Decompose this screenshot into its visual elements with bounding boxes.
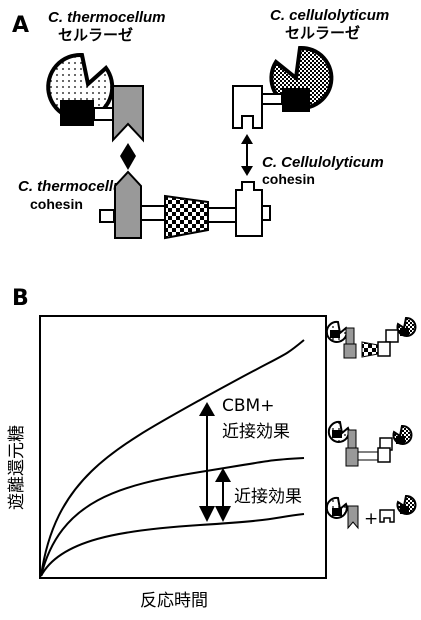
thermo-cohesin-species: C. thermocellum — [18, 178, 136, 195]
cellulo-cohesin-species: C. Cellulolyticum — [262, 154, 384, 171]
scaffold-cbm — [164, 194, 209, 240]
cellulo-linker — [261, 93, 283, 105]
cellulo-cellulase-enzyme — [232, 45, 334, 129]
annotation-upper-line1: CBM+ — [222, 396, 274, 416]
curve-proximity — [40, 457, 305, 577]
thermo-species-text: C. thermocellum — [48, 9, 166, 26]
thermo-cellulase-enzyme — [46, 52, 144, 170]
lower-arrow-head-top — [215, 468, 231, 482]
upper-arrow-head-top — [199, 402, 215, 416]
thermo-dockerin — [112, 85, 144, 143]
curve-cbm-proximity — [40, 339, 305, 577]
y-axis-label: 遊離還元糖 — [7, 425, 27, 510]
cellulo-cohesin-label: cohesin — [262, 171, 315, 187]
thermo-binding-diamond — [120, 143, 136, 170]
cellulo-species-text: C. cellulolyticum — [270, 7, 389, 24]
thermo-cohesin-label: cohesin — [30, 196, 83, 212]
legend-icon-complex-full — [325, 316, 417, 359]
curve-free — [40, 513, 305, 577]
legend-plus-sign: + — [364, 509, 378, 529]
upper-arrow-head-bottom — [199, 506, 215, 522]
cellulo-binding-arrow — [241, 134, 253, 176]
thermo-cbm-block — [60, 100, 94, 126]
legend-icon-free-enzymes: + — [325, 494, 417, 530]
cellulo-cellulase-text: セルラーゼ — [285, 24, 360, 42]
cellulo-cellulase-label: C. cellulolyticum セルラーゼ — [270, 7, 389, 42]
cellulo-dockerin — [232, 85, 263, 129]
annotation-lower: 近接効果 — [234, 487, 302, 507]
panel-a-letter: A — [12, 13, 29, 38]
plot: CBM+ 近接効果 近接効果 — [39, 315, 327, 579]
cellulo-cbm-block — [282, 88, 310, 112]
cellulo-cohesin — [235, 181, 263, 237]
plot-frame — [39, 315, 327, 579]
thermo-cellulase-label: C. thermocellum セルラーゼ — [48, 9, 166, 44]
scaffoldin — [99, 170, 271, 240]
x-axis-label: 反応時間 — [140, 591, 208, 611]
lower-arrow-head-bottom — [215, 506, 231, 522]
legend-icon-complex-no-cbm — [327, 420, 413, 467]
thermo-cellulase-text: セルラーゼ — [58, 26, 133, 44]
annotation-upper-line2: 近接効果 — [222, 422, 290, 442]
thermo-cohesin — [114, 170, 142, 239]
panel-b-letter: B — [12, 286, 29, 311]
